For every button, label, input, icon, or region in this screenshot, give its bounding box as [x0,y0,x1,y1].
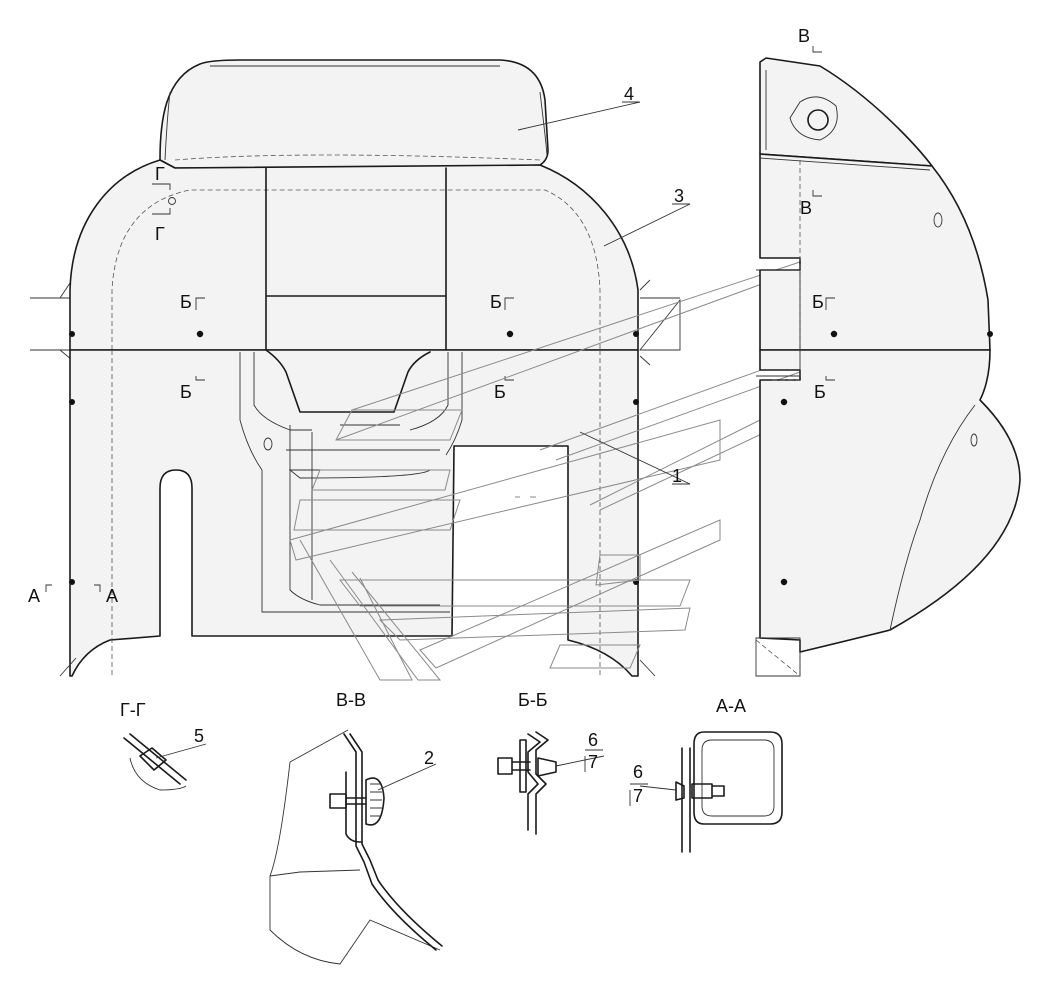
section-mark-b-side-bottom: Б [814,382,826,402]
section-b-b [497,731,605,835]
section-mark-b-left-top: Б [180,292,192,312]
headrest-part-4 [159,59,549,169]
section-mark-a-left: А [28,586,40,606]
callout-part-3: 3 [674,186,684,206]
callout-part-6-aa: 6 [633,762,643,782]
section-title-g-g: Г-Г [120,700,146,720]
callout-part-6-bb: 6 [588,730,598,750]
section-a-a [639,731,783,853]
section-title-a-a: А-А [716,696,746,716]
section-v-v [269,729,443,965]
callout-part-2: 2 [424,748,434,768]
callout-part-7-bb: 7 [588,752,598,772]
section-title-v-v: В-В [336,690,366,710]
callout-part-5: 5 [194,726,204,746]
side-headrest [759,57,933,167]
section-mark-b-left-bottom: Б [180,382,192,402]
callout-part-1: 1 [672,466,682,486]
section-title-b-b: Б-Б [518,690,548,710]
side-view [755,46,1021,677]
section-g-g [123,733,207,791]
section-mark-b-mid-bottom: Б [494,382,506,402]
ghost-perspective-overlay [289,261,801,681]
section-mark-b-side-top: Б [812,292,824,312]
section-mark-g-top: Г [155,164,165,184]
section-mark-a-right: А [106,586,118,606]
callout-part-7-aa: 7 [633,786,643,806]
front-view [30,59,681,677]
section-mark-g-bottom: Г [155,224,165,244]
section-mark-b-mid-top: Б [490,292,502,312]
seat-back-panel-part-3 [69,159,639,351]
section-mark-v-mid: В [800,198,812,218]
side-back-shell [759,153,991,351]
lower-panel-part-1 [69,349,639,677]
section-mark-v-top: В [798,26,810,46]
side-lower-shell [759,349,1021,653]
callout-part-4: 4 [624,84,634,104]
